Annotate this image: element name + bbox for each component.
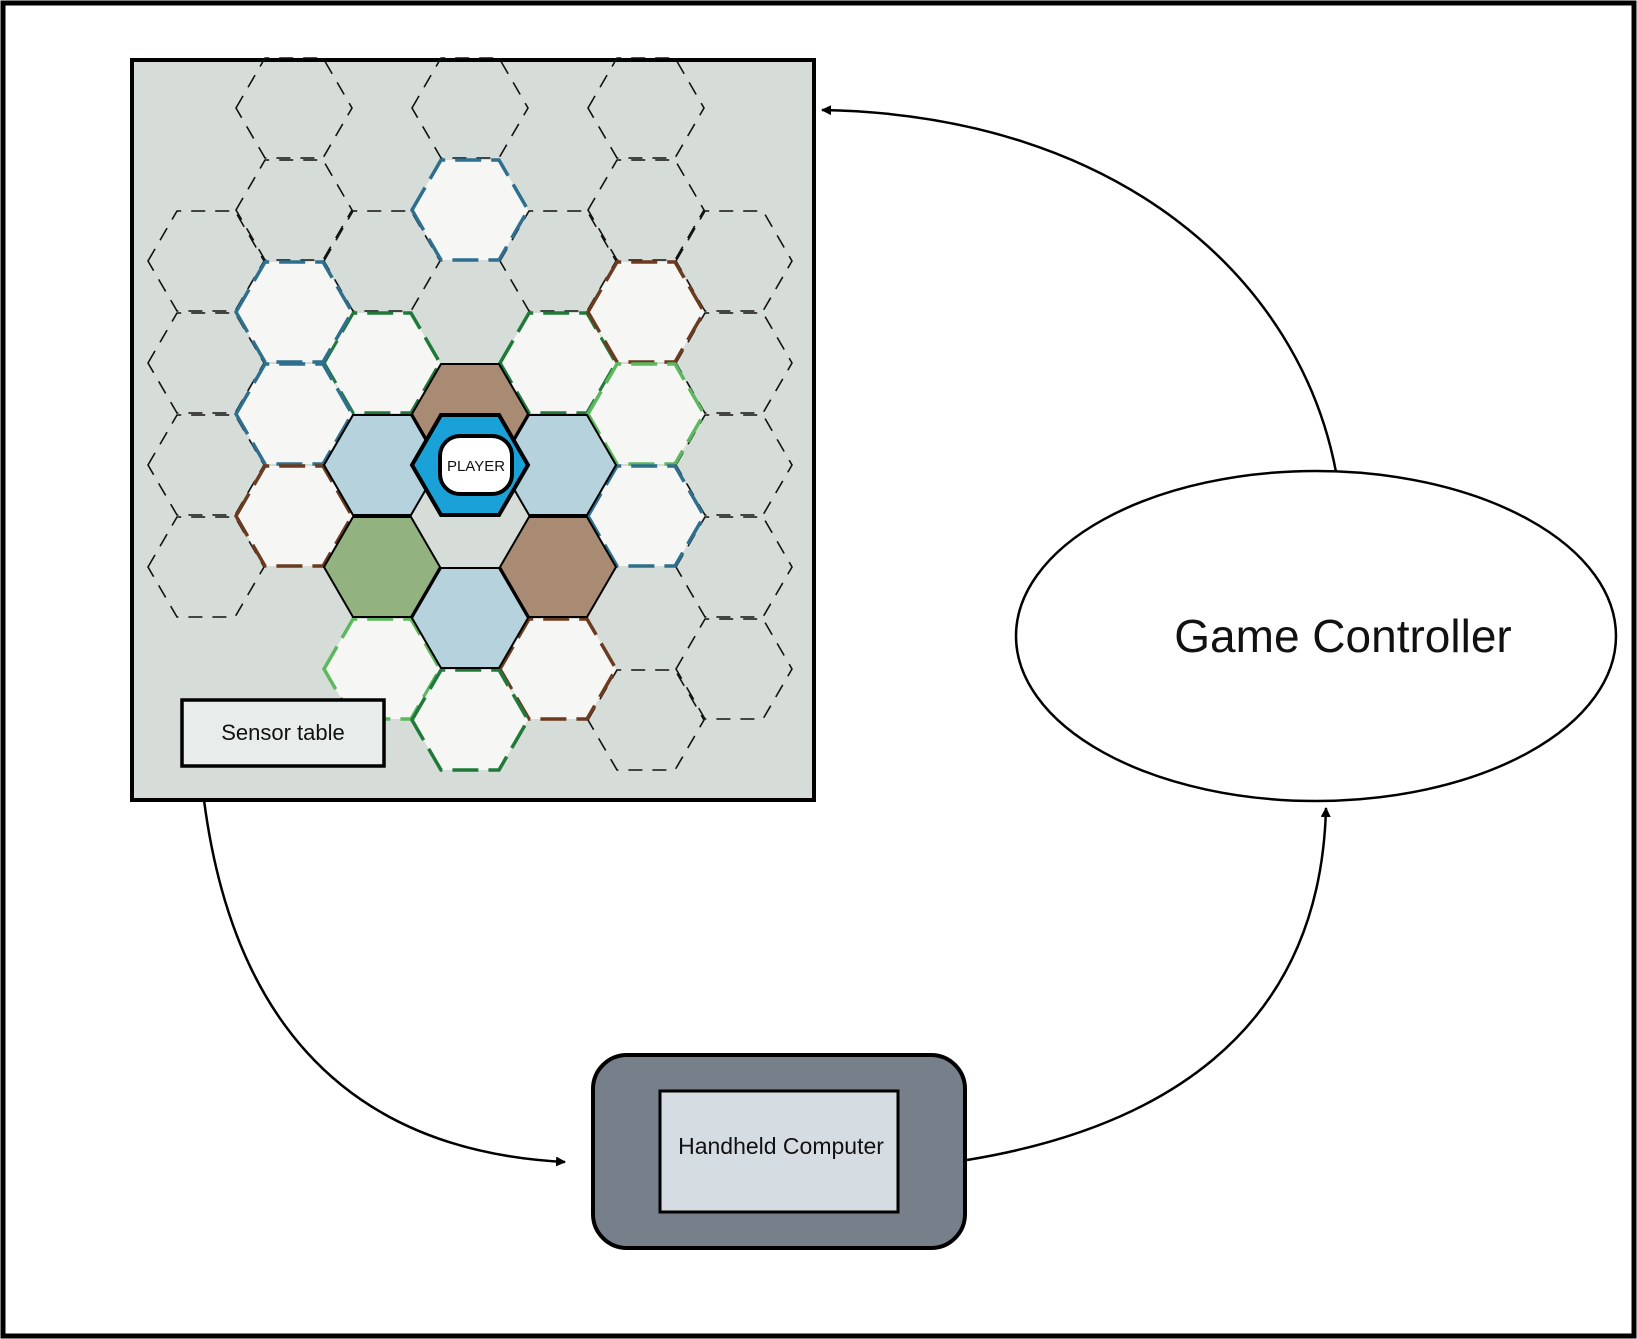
player-label: PLAYER: [447, 458, 505, 475]
sensor-table-label-box: Sensor table: [180, 698, 386, 768]
hex-tile-colored: [498, 516, 618, 618]
hex-tile-ring: [585, 260, 707, 364]
hex-tile-ring: [233, 464, 355, 568]
hex-tile-empty: [587, 159, 705, 261]
handheld-computer: Handheld Computer: [591, 1053, 967, 1250]
hex-grid: [147, 57, 793, 772]
arrow-sensor-to-handheld: [202, 799, 566, 1167]
hex-tile-empty: [235, 57, 353, 159]
hex-tile-ring: [409, 158, 531, 262]
hex-tile-ring: [409, 668, 531, 772]
hex-tile-ring: [233, 362, 355, 466]
hex-tile-colored: [322, 516, 442, 618]
sensor-table: Sensor table: [130, 57, 816, 802]
handheld-computer-screen: [658, 1089, 900, 1214]
hex-tile-empty: [675, 414, 793, 516]
game-controller-label: Game Controller: [1174, 610, 1511, 662]
hex-tile-ring: [497, 617, 619, 721]
arrow-handheld-to-controller: [966, 807, 1331, 1162]
hex-tile-empty: [587, 57, 705, 159]
hex-tile-empty: [587, 669, 705, 771]
game-controller: Game Controller: [1014, 469, 1618, 803]
hex-tile-empty: [235, 159, 353, 261]
handheld-computer-label: Handheld Computer: [678, 1133, 884, 1159]
hex-tile-empty: [411, 57, 529, 159]
arrow-controller-to-sensor: [821, 105, 1338, 473]
hex-tile-ring: [321, 311, 443, 415]
hex-tile-empty: [675, 210, 793, 312]
game-controller-ellipse: [1014, 469, 1618, 803]
player-token: [438, 434, 514, 496]
sensor-table-label: Sensor table: [221, 720, 345, 745]
hex-tile-ring: [585, 362, 707, 466]
hex-tile-empty: [675, 312, 793, 414]
hex-tile-colored: [410, 567, 530, 669]
player-marker: PLAYER: [438, 434, 514, 496]
hex-tile-ring: [233, 260, 355, 364]
hex-tile-colored: [498, 414, 618, 516]
hex-tile-empty: [675, 516, 793, 618]
hex-tile-ring: [497, 311, 619, 415]
hex-tile-ring: [585, 464, 707, 568]
hex-tile-empty: [675, 618, 793, 720]
